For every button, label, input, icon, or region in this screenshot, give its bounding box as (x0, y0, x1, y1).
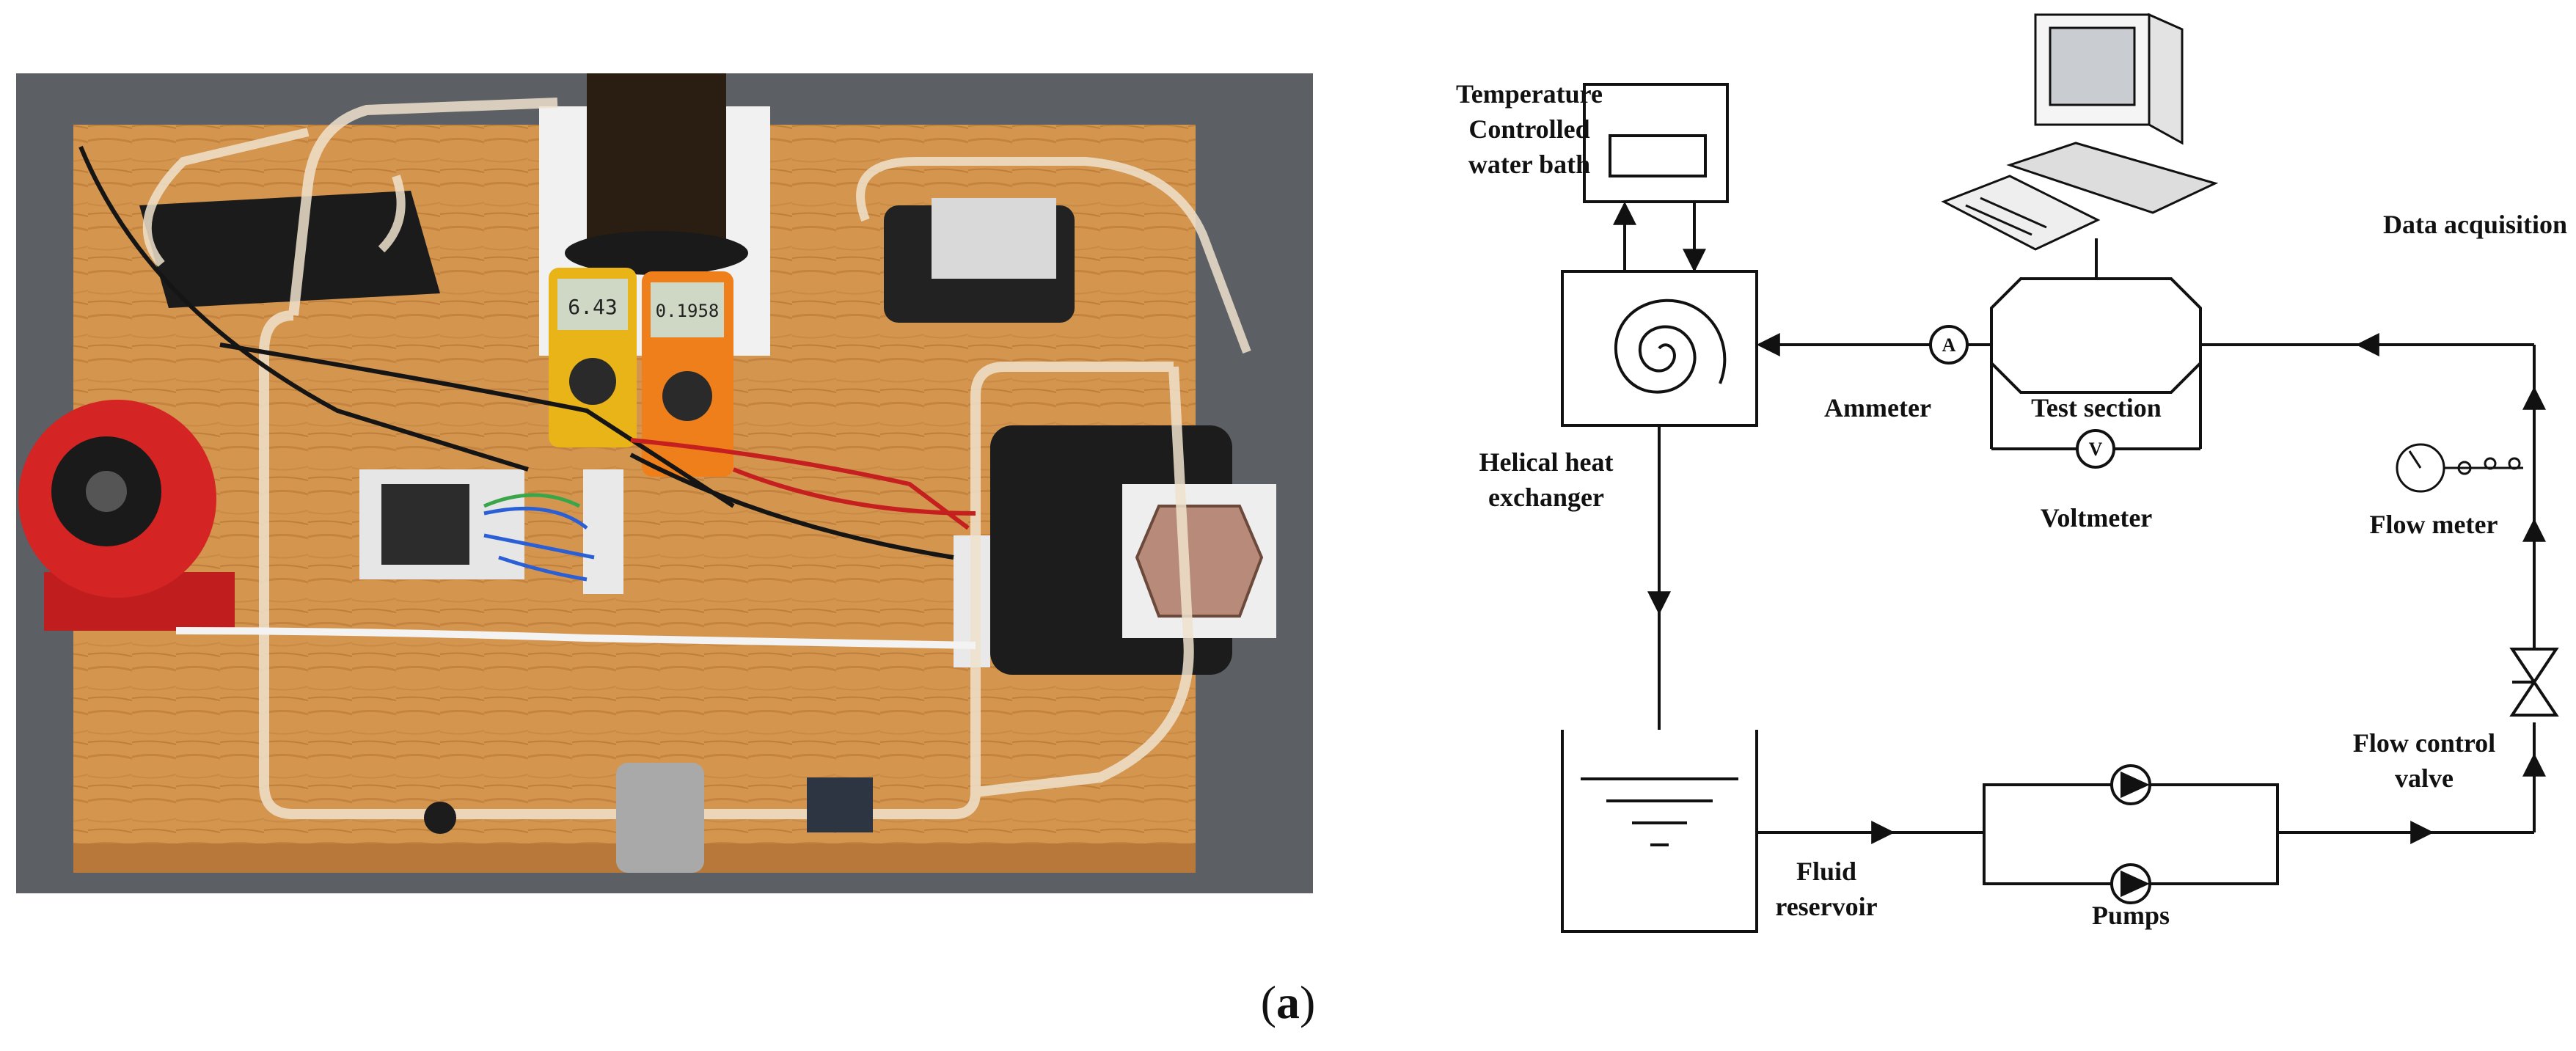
multimeter-right-dial (662, 371, 712, 421)
test-section-octagon (1990, 277, 2202, 394)
water-bath-inner (1609, 134, 1707, 177)
multimeter-right-screen (651, 282, 724, 337)
heater-knob-center (86, 471, 127, 512)
terminal-strip-left (583, 469, 623, 594)
flow-meter-node-3 (2508, 457, 2521, 470)
voltmeter-label: Voltmeter (2041, 503, 2153, 532)
voltmeter-letter: V (2089, 439, 2103, 460)
test-section-window (1135, 505, 1264, 618)
heat-exchanger-label-2: exchanger (1488, 483, 1604, 512)
tubing-top-left (142, 128, 406, 267)
pumps-label: Pumps (2092, 901, 2170, 930)
bottom-valve (424, 802, 456, 834)
water-bath-label-3: water bath (1468, 150, 1590, 179)
multimeter-right-reading: 0.1958 (656, 301, 720, 321)
flow-meter-node-2 (2484, 457, 2497, 470)
flow-meter-needle (2408, 450, 2422, 469)
keyboard-keys-2 (1980, 197, 2047, 229)
colored-wires (483, 506, 595, 582)
cylinder-flange (565, 231, 748, 275)
flow-control-valve (2509, 648, 2559, 717)
voltmeter-symbol (2076, 429, 2115, 469)
keyboard (1941, 175, 2101, 251)
flow-meter-label: Flow meter (2370, 510, 2498, 539)
red-wires (630, 438, 976, 530)
helical-coil (1614, 299, 1727, 394)
black-wires (78, 145, 954, 560)
computer-icon (1941, 12, 2219, 251)
flow-meter-symbol (2396, 443, 2523, 493)
ammeter-symbol (1929, 325, 1969, 365)
multimeter-left-screen (557, 279, 628, 330)
schematic-labels: A V Temperature Controlled water bath Da… (1456, 79, 2567, 930)
water-bath-label-2: Controlled (1468, 114, 1589, 144)
reservoir-tank (1561, 730, 1758, 933)
bottom-pump (807, 777, 873, 832)
fluid-reservoir-label-1: Fluid (1796, 857, 1856, 886)
flow-meter-node-1 (2457, 461, 2472, 475)
ammeter-letter: A (1942, 334, 1956, 356)
computer-base (2006, 142, 2219, 214)
flow-control-valve-label-2: valve (2395, 763, 2454, 793)
tubing-loop (259, 98, 1194, 819)
figure-caption: (a) (0, 975, 2576, 1030)
flow-control-valve-label-1: Flow control (2353, 728, 2495, 758)
caption-open-paren: ( (1260, 976, 1276, 1028)
ammeter-label: Ammeter (1824, 393, 1931, 422)
tubing-top-right (856, 157, 1251, 354)
caption-close-paren: ) (1300, 976, 1316, 1028)
pump-top-triangle (2121, 771, 2150, 799)
computer-screen (2049, 26, 2136, 106)
caption-letter: a (1276, 976, 1300, 1028)
bottom-flow-meter (616, 763, 704, 873)
multimeter-left-reading: 6.43 (568, 295, 617, 319)
pump-bottom-triangle (2121, 870, 2150, 898)
fluid-reservoir-label-2: reservoir (1775, 892, 1877, 921)
data-acquisition-label: Data acquisition (2383, 210, 2567, 239)
circuit-board-module (381, 484, 469, 565)
water-bath-label-1: Temperature (1456, 79, 1603, 109)
multimeter-left-dial (569, 358, 616, 405)
white-cable (175, 627, 976, 649)
schematic-diagram (1561, 12, 2559, 933)
black-mat-top-left (139, 191, 440, 308)
green-wires (483, 493, 581, 508)
heat-exchanger-label-1: Helical heat (1479, 447, 1614, 477)
top-right-device (932, 198, 1056, 279)
computer-stand (2148, 12, 2184, 145)
keyboard-keys (1965, 204, 2032, 236)
test-section-label: Test section (2031, 393, 2162, 422)
water-bath-box (1583, 83, 1729, 203)
experimental-setup-photo: 6.43 0.1958 (16, 73, 1313, 893)
